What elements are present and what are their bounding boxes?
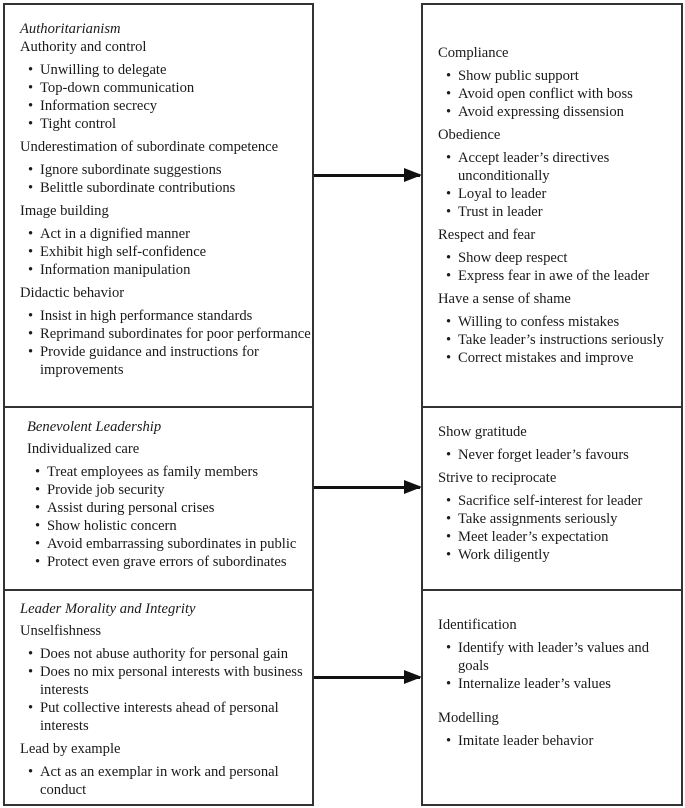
list-item: Act in a dignified manner xyxy=(28,225,312,243)
bullet-list: Accept leader’s directives unconditional… xyxy=(438,149,681,221)
list-item: Information manipulation xyxy=(28,261,312,279)
morality-responses: IdentificationIdentify with leader’s val… xyxy=(423,589,681,804)
list-item: Information secrecy xyxy=(28,97,312,115)
arrow-benevolent xyxy=(314,480,422,494)
group-heading: Individualized care xyxy=(27,441,140,457)
list-item: Act as an exemplar in work and personal … xyxy=(28,763,312,799)
arrow-morality xyxy=(314,670,422,684)
list-item: Assist during personal crises xyxy=(35,499,312,517)
group-heading: Show gratitude xyxy=(438,424,527,440)
list-item: Show public support xyxy=(446,67,681,85)
list-item: Work diligently xyxy=(446,546,681,564)
authoritarianism-responses: ComplianceShow public supportAvoid open … xyxy=(423,5,681,406)
list-item: Unwilling to delegate xyxy=(28,61,312,79)
section-title: Authoritarianism xyxy=(20,21,121,37)
list-item: Internalize leader’s values xyxy=(446,675,681,693)
list-item: Reprimand subordinates for poor performa… xyxy=(28,325,312,343)
bullet-list: Show deep respectExpress fear in awe of … xyxy=(438,249,681,285)
list-item: Tight control xyxy=(28,115,312,133)
group-heading: Respect and fear xyxy=(438,227,536,243)
list-item: Identify with leader’s values and goals xyxy=(446,639,681,675)
section-title: Leader Morality and Integrity xyxy=(20,601,196,617)
bullet-list: Act as an exemplar in work and personal … xyxy=(20,763,312,799)
bullet-list: Ignore subordinate suggestionsBelittle s… xyxy=(20,161,312,197)
list-item: Correct mistakes and improve xyxy=(446,349,681,367)
list-item: Express fear in awe of the leader xyxy=(446,267,681,285)
list-item: Does no mix personal interests with busi… xyxy=(28,663,312,699)
bullet-list: Sacrifice self-interest for leaderTake a… xyxy=(438,492,681,564)
list-item: Never forget leader’s favours xyxy=(446,446,681,464)
group-heading: Lead by example xyxy=(20,741,121,757)
group-heading: Obedience xyxy=(438,127,501,143)
group-heading: Authority and control xyxy=(20,39,147,55)
group-heading: Image building xyxy=(20,203,109,219)
group-heading: Unselfishness xyxy=(20,623,102,639)
bullet-list: Never forget leader’s favours xyxy=(438,446,681,464)
list-item: Take leader’s instructions seriously xyxy=(446,331,681,349)
bullet-list: Act in a dignified mannerExhibit high se… xyxy=(20,225,312,279)
group-heading: Underestimation of subordinate competenc… xyxy=(20,139,279,155)
list-item: Protect even grave errors of subordinate… xyxy=(35,553,312,571)
list-item: Meet leader’s expectation xyxy=(446,528,681,546)
list-item: Provide guidance and instructions for im… xyxy=(28,343,312,379)
list-item: Top-down communication xyxy=(28,79,312,97)
list-item: Trust in leader xyxy=(446,203,681,221)
group-heading: Modelling xyxy=(438,710,499,726)
bullet-list: Treat employees as family membersProvide… xyxy=(27,463,312,571)
bullet-list: Does not abuse authority for personal ga… xyxy=(20,645,312,735)
list-item: Show holistic concern xyxy=(35,517,312,535)
list-item: Insist in high performance standards xyxy=(28,307,312,325)
group-heading: Strive to reciprocate xyxy=(438,470,557,486)
list-item: Take assignments seriously xyxy=(446,510,681,528)
list-item: Avoid open conflict with boss xyxy=(446,85,681,103)
group-heading: Identification xyxy=(438,617,517,633)
bullet-list: Unwilling to delegateTop-down communicat… xyxy=(20,61,312,133)
list-item: Accept leader’s directives unconditional… xyxy=(446,149,681,185)
section-title: Benevolent Leadership xyxy=(27,419,162,435)
bullet-list: Show public supportAvoid open conflict w… xyxy=(438,67,681,121)
list-item: Exhibit high self-confidence xyxy=(28,243,312,261)
group-heading: Didactic behavior xyxy=(20,285,125,301)
bullet-list: Imitate leader behavior xyxy=(438,732,681,750)
list-item: Belittle subordinate contributions xyxy=(28,179,312,197)
benevolent-responses: Show gratitudeNever forget leader’s favo… xyxy=(423,406,681,589)
bullet-list: Willing to confess mistakesTake leader’s… xyxy=(438,313,681,367)
group-heading: Have a sense of shame xyxy=(438,291,571,307)
list-item: Does not abuse authority for personal ga… xyxy=(28,645,312,663)
group-heading: Compliance xyxy=(438,45,509,61)
list-item: Imitate leader behavior xyxy=(446,732,681,750)
subordinate-responses-box: ComplianceShow public supportAvoid open … xyxy=(421,3,683,806)
list-item: Ignore subordinate suggestions xyxy=(28,161,312,179)
bullet-list: Insist in high performance standardsRepr… xyxy=(20,307,312,379)
bullet-list: Identify with leader’s values and goalsI… xyxy=(438,639,681,693)
list-item: Put collective interests ahead of person… xyxy=(28,699,312,735)
list-item: Avoid embarrassing subordinates in publi… xyxy=(35,535,312,553)
list-item: Provide job security xyxy=(35,481,312,499)
list-item: Show deep respect xyxy=(446,249,681,267)
list-item: Sacrifice self-interest for leader xyxy=(446,492,681,510)
list-item: Loyal to leader xyxy=(446,185,681,203)
arrow-authoritarianism xyxy=(314,168,422,182)
list-item: Treat employees as family members xyxy=(35,463,312,481)
list-item: Avoid expressing dissension xyxy=(446,103,681,121)
list-item: Willing to confess mistakes xyxy=(446,313,681,331)
